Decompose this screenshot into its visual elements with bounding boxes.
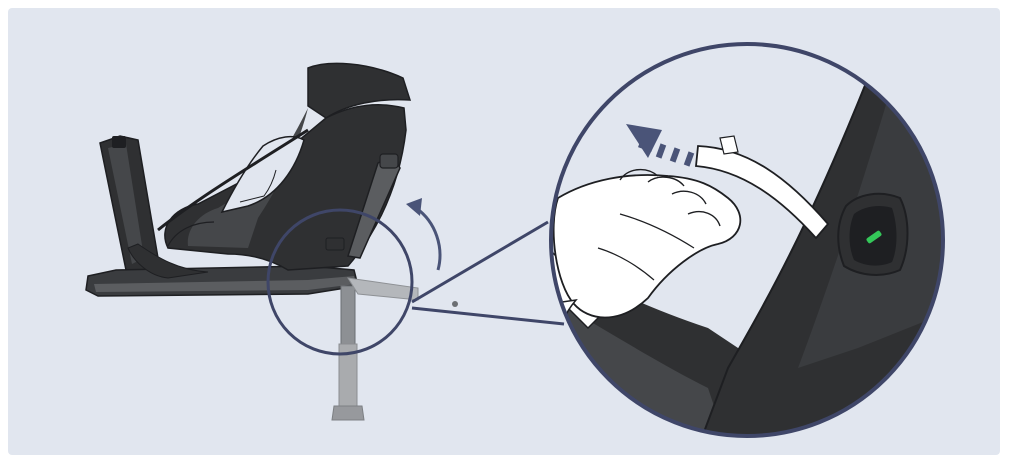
illustration-frame [8, 8, 1000, 455]
car-seat-illustration [8, 8, 1000, 455]
indicator-housing [838, 194, 907, 275]
